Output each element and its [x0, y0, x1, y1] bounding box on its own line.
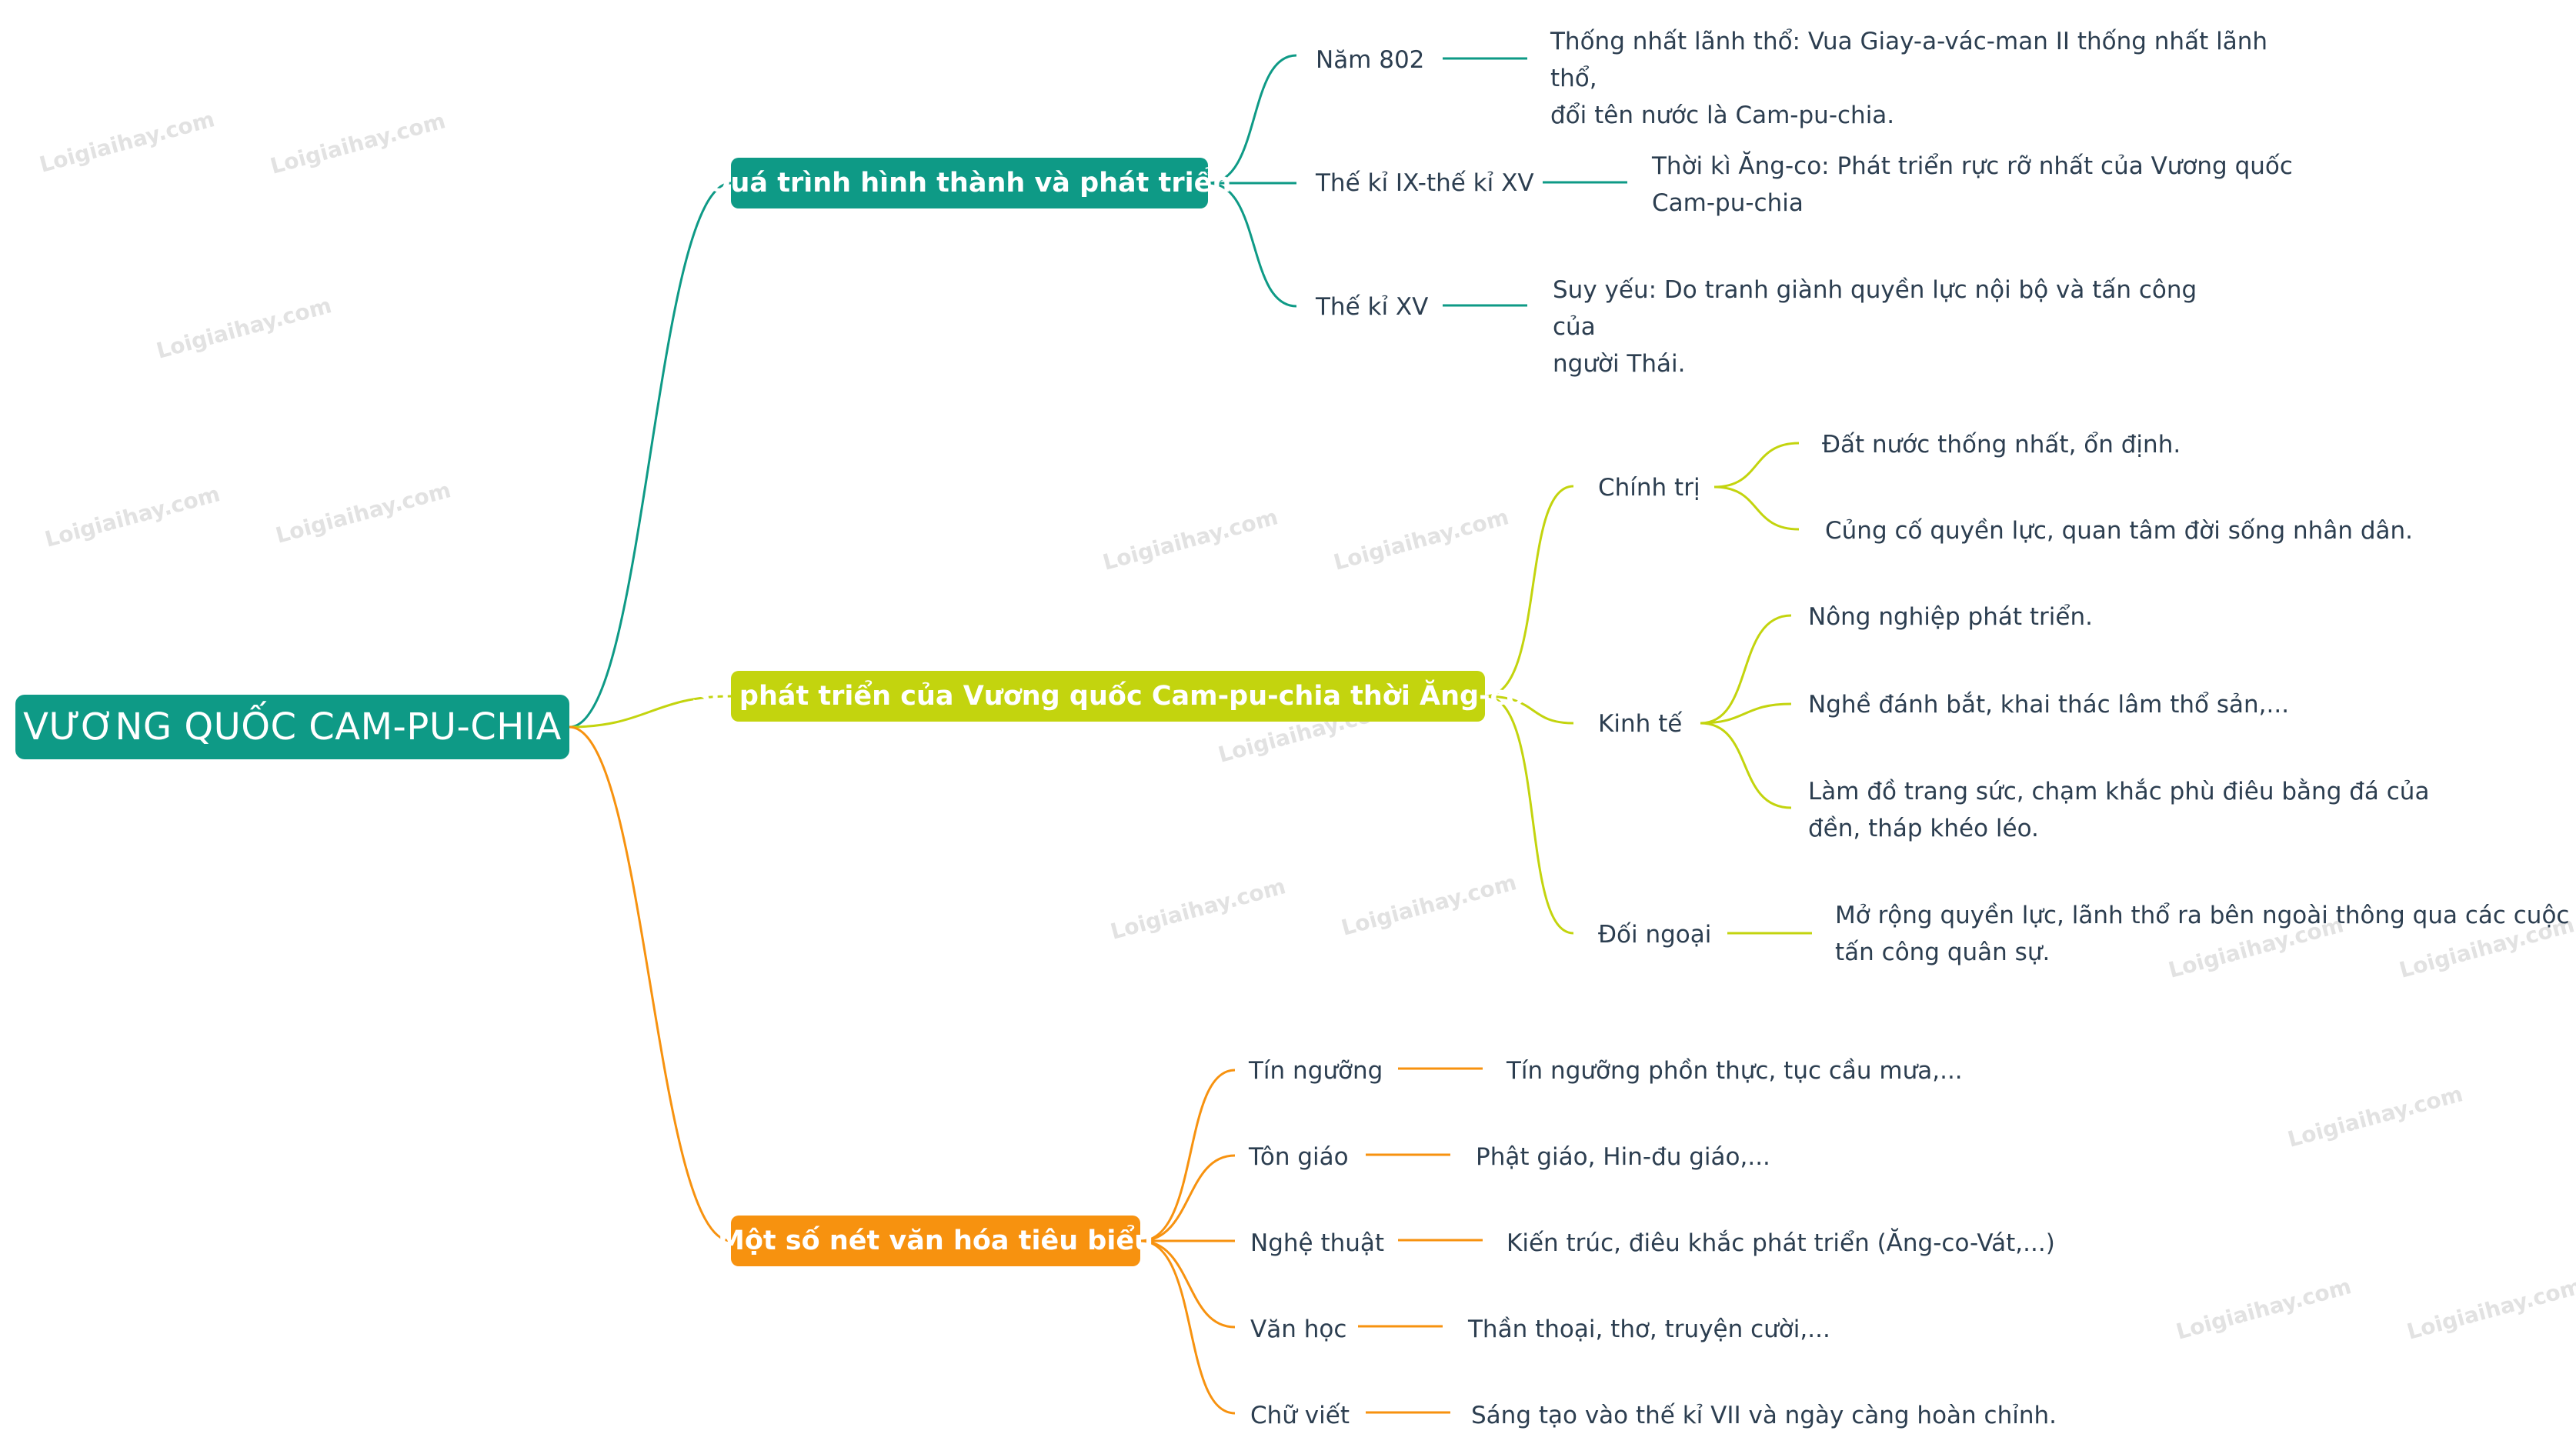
- node-kinh-te[interactable]: Kinh tế: [1598, 710, 1683, 738]
- connector-b3-c4: [1140, 1239, 1236, 1329]
- item-mo-rong-quyen-luc: Mở rộng quyền lực, lãnh thổ ra bên ngoài…: [1835, 902, 2570, 966]
- node-the-ki-xv[interactable]: Thế kỉ XV: [1316, 293, 1429, 321]
- node-tin-nguong[interactable]: Tín ngưỡng: [1249, 1057, 1383, 1085]
- connector-chinhtri-item2: [1713, 485, 1800, 531]
- connector-b1-c1: [1207, 54, 1297, 185]
- node-nam-802[interactable]: Năm 802: [1316, 46, 1425, 74]
- node-doi-ngoai[interactable]: Đối ngoại: [1598, 921, 1712, 949]
- node-van-hoc[interactable]: Văn học: [1250, 1316, 1347, 1343]
- node-nghe-thuat[interactable]: Nghệ thuật: [1250, 1229, 1385, 1257]
- connector-b3-c5: [1140, 1239, 1236, 1415]
- connector-b1-c3: [1207, 182, 1297, 308]
- detail-tin-nguong: Tín ngưỡng phồn thực, tục cầu mưa,...: [1507, 1057, 1963, 1085]
- connector-b2-c2: [1484, 695, 1574, 725]
- connector-kinhte-item2: [1700, 702, 1792, 725]
- branch-qua-trinh-hinh-thanh[interactable]: Quá trình hình thành và phát triển: [708, 158, 1231, 208]
- detail-van-hoc: Thần thoại, thơ, truyện cười,...: [1468, 1316, 1830, 1343]
- connector-kinhte-item3: [1700, 722, 1792, 809]
- detail-line: Cam-pu-chia: [1652, 189, 1804, 217]
- root-node[interactable]: VƯƠNG QUỐC CAM-PU-CHIA: [15, 695, 569, 759]
- connector-kinhte-item1: [1700, 614, 1792, 725]
- detail-line: Thời kì Ăng-co: Phát triển rực rỡ nhất c…: [1652, 152, 2293, 180]
- connector-root-branch3: [569, 725, 732, 1242]
- connector-b3-c2: [1140, 1154, 1236, 1242]
- connector-root-branch2: [569, 695, 732, 729]
- node-chu-viet[interactable]: Chữ viết: [1250, 1402, 1350, 1429]
- connector-b2-c1: [1484, 485, 1574, 698]
- detail-the-ki-ix-xv: Thời kì Ăng-co: Phát triển rực rỡ nhất c…: [1652, 148, 2344, 222]
- detail-line: Suy yếu: Do tranh giành quyền lực nội bộ…: [1553, 276, 2197, 341]
- item-lam-do-trang-suc: Làm đồ trang sức, chạm khắc phù điêu bằn…: [1808, 778, 2430, 842]
- item-dat-nuoc-thong-nhat: Đất nước thống nhất, ổn định.: [1822, 431, 2181, 459]
- connector-b2-c3: [1484, 695, 1574, 935]
- item-cung-co-quyen-luc: Củng cố quyền lực, quan tâm đời sống nhâ…: [1825, 517, 2413, 545]
- node-the-ki-ix-xv[interactable]: Thế kỉ IX-thế kỉ XV: [1316, 169, 1534, 197]
- detail-ton-giao: Phật giáo, Hin-đu giáo,...: [1476, 1143, 1770, 1171]
- detail-line: Thống nhất lãnh thổ: Vua Giay-a-vác-man …: [1550, 28, 2267, 92]
- detail-nam-802: Thống nhất lãnh thổ: Vua Giay-a-vác-man …: [1550, 23, 2320, 134]
- detail-the-ki-xv: Suy yếu: Do tranh giành quyền lực nội bộ…: [1553, 272, 2245, 382]
- detail-nghe-thuat: Kiến trúc, điêu khắc phát triển (Ăng-co-…: [1507, 1229, 2055, 1257]
- branch-van-hoa-tieu-bieu[interactable]: Một số nét văn hóa tiêu biểu: [718, 1216, 1153, 1266]
- item-nong-nghiep: Nông nghiệp phát triển.: [1808, 603, 2093, 631]
- detail-line: đổi tên nước là Cam-pu-chia.: [1550, 102, 1895, 129]
- item-nghe-danh-bat: Nghề đánh bắt, khai thác lâm thổ sản,...: [1808, 691, 2290, 719]
- detail-line: người Thái.: [1553, 350, 1686, 378]
- connector-chinhtri-item1: [1713, 442, 1800, 489]
- connector-b3-c1: [1140, 1069, 1236, 1242]
- node-chinh-tri[interactable]: Chính trị: [1598, 474, 1700, 502]
- connector-root-branch1: [569, 182, 732, 729]
- detail-chu-viet: Sáng tạo vào thế kỉ VII và ngày càng hoà…: [1471, 1402, 2057, 1429]
- branch-su-phat-trien[interactable]: Sự phát triển của Vương quốc Cam-pu-chia…: [692, 671, 1524, 722]
- node-ton-giao[interactable]: Tôn giáo: [1249, 1143, 1349, 1171]
